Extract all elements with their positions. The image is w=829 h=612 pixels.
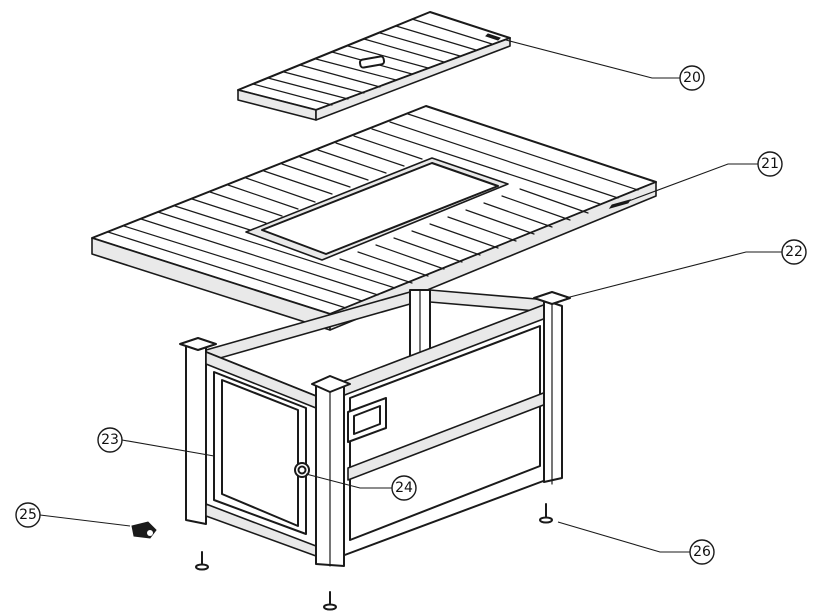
callout-22-label: 22 [785,244,803,260]
part-25-latch [131,521,157,539]
part-20-lid-panel [237,11,511,121]
handle-slot-icon [358,55,386,69]
callout-24: 24 [391,475,417,501]
corner-post-right [543,299,563,483]
base-cabinet [179,289,571,567]
callout-24-label: 24 [395,480,413,496]
callout-23-label: 23 [101,432,119,448]
leader-lines [39,39,782,553]
callout-26-label: 26 [693,544,711,560]
callout-21-label: 21 [761,156,779,172]
callout-23: 23 [97,427,123,453]
callout-22: 22 [781,239,807,265]
back-rail-right [429,289,549,313]
leveling-foot-left [195,551,209,571]
leveling-foot-front [323,591,337,611]
callout-25: 25 [15,502,41,528]
callout-25-label: 25 [19,507,37,523]
callout-20: 20 [679,65,705,91]
callout-21: 21 [757,151,783,177]
part-26-screw [539,503,553,524]
corner-post-left [185,345,207,525]
callout-26: 26 [689,539,715,565]
callout-20-label: 20 [683,70,701,86]
